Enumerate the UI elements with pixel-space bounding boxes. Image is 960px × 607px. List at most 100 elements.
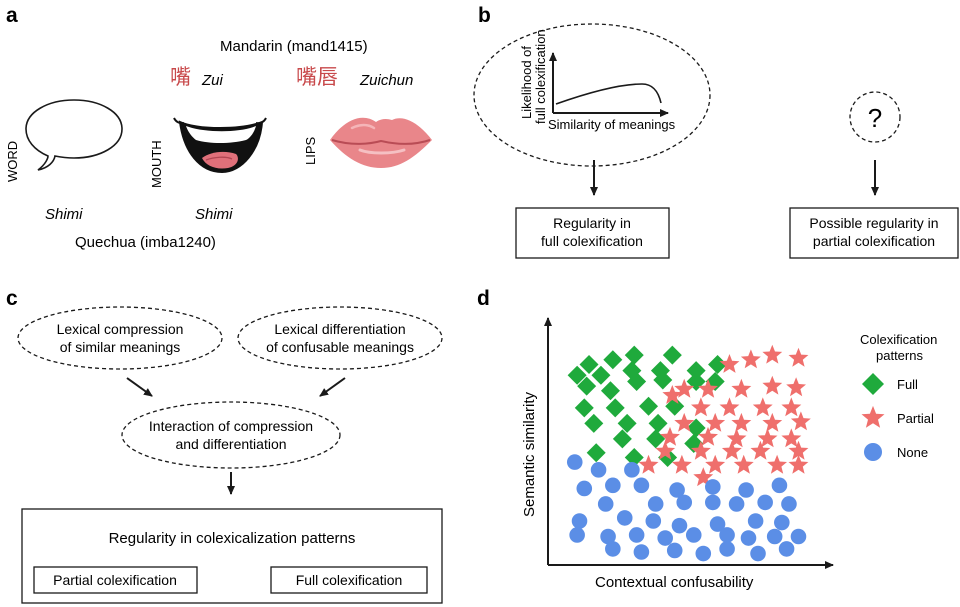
point-full bbox=[617, 413, 637, 433]
point-partial bbox=[719, 354, 740, 373]
regularity-full-line1: Regularity in bbox=[553, 215, 631, 231]
point-none bbox=[633, 544, 650, 560]
point-partial bbox=[781, 397, 802, 417]
question-mark: ? bbox=[868, 103, 882, 133]
point-full bbox=[627, 372, 647, 391]
quechua-word-shimi-1: Shimi bbox=[45, 206, 83, 223]
point-partial bbox=[788, 440, 809, 460]
point-full bbox=[591, 365, 611, 385]
point-none bbox=[781, 496, 797, 512]
point-none bbox=[645, 513, 662, 529]
mouth-row-label: MOUTH bbox=[149, 140, 164, 188]
point-full bbox=[603, 350, 623, 370]
lexical-compression-line1: Lexical compression bbox=[57, 321, 184, 337]
point-full bbox=[665, 396, 685, 416]
point-none bbox=[695, 545, 712, 562]
legend-marker-full bbox=[862, 373, 884, 395]
point-full bbox=[605, 398, 625, 418]
lips-hanzi: 嘴唇 bbox=[296, 65, 338, 89]
point-partial bbox=[662, 385, 683, 404]
legend-marker-partial bbox=[861, 405, 885, 428]
lexical-differentiation-ellipse bbox=[237, 306, 443, 370]
point-partial bbox=[762, 412, 783, 432]
panel-label-b: b bbox=[478, 4, 491, 27]
point-partial bbox=[786, 377, 806, 397]
point-none bbox=[647, 496, 664, 512]
regularity-partial-line2: partial colexification bbox=[813, 233, 935, 249]
legend-label-none: None bbox=[897, 445, 928, 460]
full-colexification-box bbox=[270, 566, 428, 594]
point-none bbox=[633, 477, 650, 494]
point-partial bbox=[733, 454, 754, 474]
point-full bbox=[586, 443, 606, 463]
mouth-hanzi: 嘴 bbox=[170, 65, 191, 89]
point-full bbox=[600, 381, 620, 401]
point-partial bbox=[788, 347, 809, 367]
word-row-label: WORD bbox=[5, 141, 20, 182]
quechua-label: Quechua (imba1240) bbox=[75, 234, 216, 251]
point-none bbox=[569, 527, 585, 543]
point-none bbox=[600, 528, 616, 545]
arrow-differentiation-to-interaction bbox=[319, 377, 346, 397]
regularity-colexicalization-box bbox=[21, 508, 443, 604]
legend-label-full: Full bbox=[897, 377, 918, 392]
point-partial bbox=[731, 378, 752, 398]
regularity-full-line2: full colexification bbox=[541, 233, 643, 249]
point-full bbox=[567, 365, 587, 385]
point-none bbox=[616, 510, 633, 526]
panel-label-a: a bbox=[6, 4, 18, 27]
likelihood-plot-ellipse bbox=[473, 23, 711, 167]
mandarin-label: Mandarin (mand1415) bbox=[220, 38, 368, 55]
point-partial bbox=[671, 454, 692, 474]
mini-plot-ylabel-2: full colexification bbox=[533, 29, 548, 124]
smiling-mouth-icon bbox=[173, 117, 267, 174]
point-none bbox=[657, 530, 673, 546]
point-none bbox=[628, 527, 645, 543]
lexical-compression-ellipse bbox=[17, 306, 223, 370]
point-none bbox=[705, 479, 721, 495]
point-partial bbox=[726, 428, 747, 448]
point-partial bbox=[691, 440, 711, 460]
point-none bbox=[728, 496, 745, 512]
lexical-compression-line2: of similar meanings bbox=[60, 339, 181, 355]
point-none bbox=[590, 462, 607, 478]
x-axis-label: Contextual confusability bbox=[595, 574, 754, 591]
point-full bbox=[612, 429, 632, 449]
regularity-colexicalization-title: Regularity in colexicalization patterns bbox=[109, 530, 356, 547]
lexical-differentiation-line2: of confusable meanings bbox=[266, 339, 414, 355]
point-none bbox=[766, 528, 783, 545]
point-none bbox=[705, 494, 721, 511]
point-partial bbox=[693, 467, 714, 487]
point-none bbox=[774, 514, 790, 531]
point-partial bbox=[790, 411, 811, 431]
point-full bbox=[646, 429, 666, 449]
legend-title-line2: patterns bbox=[876, 348, 923, 363]
point-partial bbox=[767, 454, 787, 474]
point-none bbox=[605, 477, 621, 494]
point-partial bbox=[705, 412, 726, 432]
point-none bbox=[778, 541, 795, 557]
speech-bubble-icon bbox=[25, 99, 123, 171]
point-partial bbox=[750, 440, 771, 460]
point-full bbox=[639, 396, 659, 416]
point-none bbox=[750, 545, 766, 562]
point-partial bbox=[788, 454, 809, 474]
question-circle bbox=[849, 91, 901, 143]
point-partial bbox=[674, 412, 695, 432]
point-partial bbox=[731, 412, 752, 432]
point-none bbox=[719, 541, 735, 557]
point-full bbox=[579, 354, 599, 374]
y-axis-label: Semantic similarity bbox=[521, 391, 538, 517]
point-none bbox=[624, 462, 640, 478]
arrow-compression-to-interaction bbox=[126, 377, 153, 397]
regularity-partial-box bbox=[789, 207, 959, 259]
point-partial bbox=[752, 397, 773, 417]
point-partial bbox=[698, 426, 718, 446]
lips-row-label: LIPS bbox=[303, 136, 318, 165]
point-none bbox=[666, 542, 683, 559]
panel-d: d Semantic similarity Contextual confusa… bbox=[477, 287, 937, 591]
partial-colexification-box bbox=[33, 566, 198, 594]
point-none bbox=[740, 530, 757, 546]
